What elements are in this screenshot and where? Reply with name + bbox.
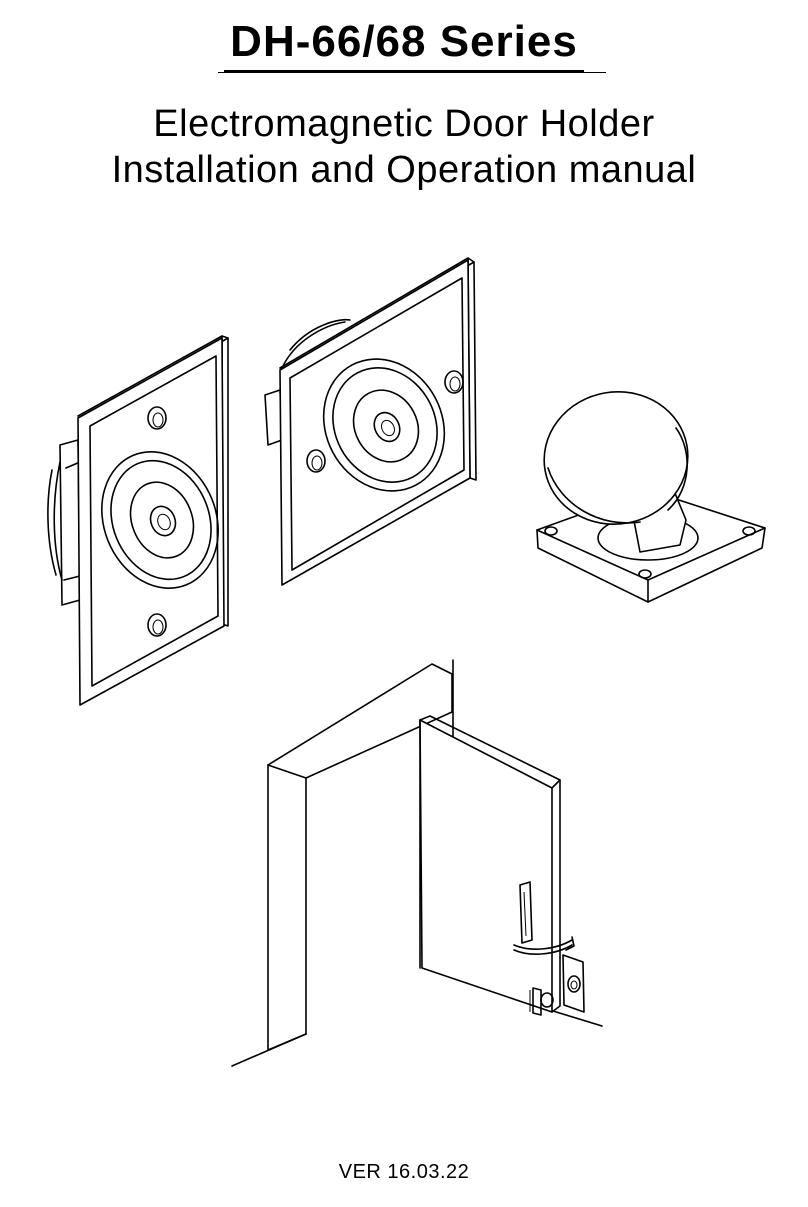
rectangular-wall-magnet-illustration xyxy=(47,335,229,706)
title-block: DH-66/68 Series xyxy=(0,14,808,72)
door-installation-illustration xyxy=(231,659,603,1067)
square-wall-magnet-illustration xyxy=(264,257,477,586)
subtitle-line-2: Installation and Operation manual xyxy=(111,149,697,191)
subtitle-line-1: Electromagnetic Door Holder xyxy=(153,103,655,145)
version-label: VER 16.03.22 xyxy=(338,1161,470,1183)
armature-plate-illustration xyxy=(536,391,766,603)
title-underline-rule xyxy=(218,72,606,73)
document-title: DH-66/68 Series xyxy=(224,14,584,72)
